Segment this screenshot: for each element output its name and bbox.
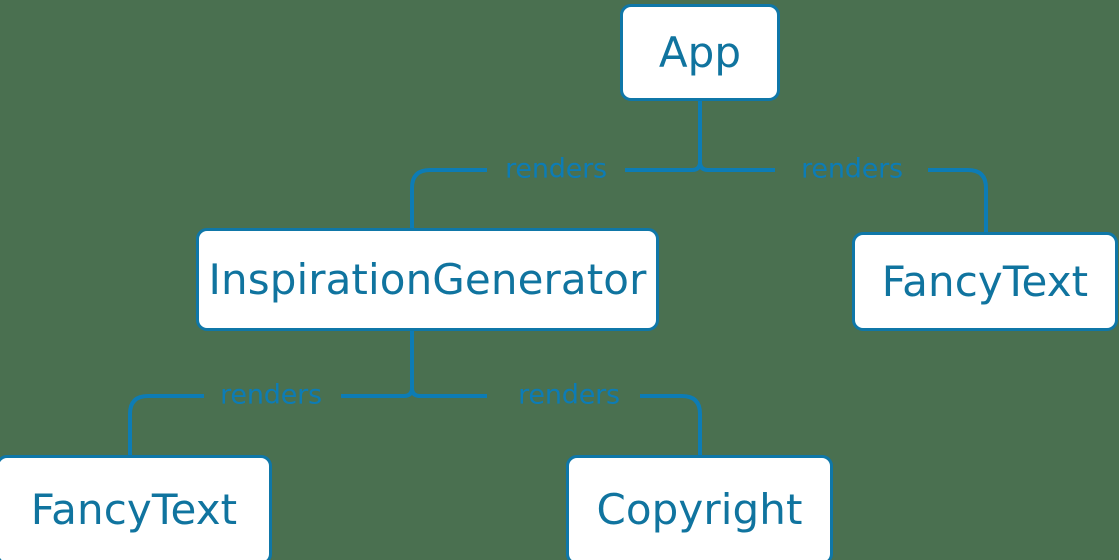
node-fancytext-bottom-label: FancyText [30, 485, 238, 534]
node-inspiration-generator[interactable]: InspirationGenerator [196, 228, 659, 331]
edge-inspiration-stem-left [403, 387, 414, 398]
edge-label-inspiration-generator-to-fancytext: renders [220, 379, 322, 411]
node-copyright-label: Copyright [596, 485, 803, 534]
edge-label-app-to-inspiration-generator: renders [505, 153, 607, 185]
node-fancytext-right[interactable]: FancyText [852, 232, 1118, 331]
node-app-label: App [658, 27, 742, 77]
edge-inspiration-stem [410, 331, 421, 398]
edge-label-app-to-fancytext: renders [801, 153, 903, 185]
node-fancytext-right-label: FancyText [881, 256, 1089, 306]
edge-label-inspiration-generator-to-copyright: renders [518, 379, 620, 411]
node-app[interactable]: App [620, 4, 780, 101]
edge-app-stem-left [691, 161, 702, 172]
edge-app-stem [698, 101, 709, 172]
node-inspiration-generator-label: InspirationGenerator [208, 254, 647, 304]
node-copyright[interactable]: Copyright [566, 455, 833, 560]
node-fancytext-bottom[interactable]: FancyText [0, 455, 272, 560]
